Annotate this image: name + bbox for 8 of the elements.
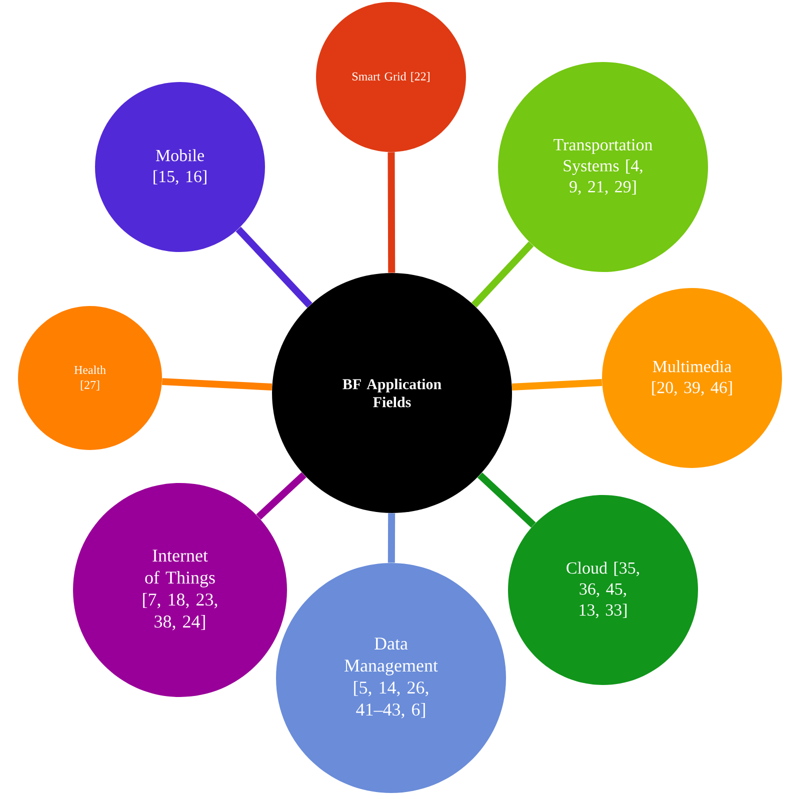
connector xyxy=(162,378,272,391)
connector xyxy=(471,241,534,308)
connector xyxy=(388,513,396,563)
connector xyxy=(512,378,602,390)
connector xyxy=(388,152,396,273)
connector xyxy=(477,472,536,528)
connector xyxy=(256,472,306,520)
connector xyxy=(236,226,312,308)
